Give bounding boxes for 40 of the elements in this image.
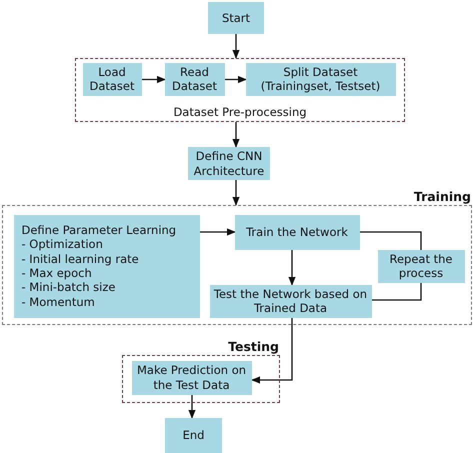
box-label: Define CNN Architecture <box>192 149 266 178</box>
connector-line <box>360 231 422 250</box>
process-box <box>378 250 464 282</box>
box-label: Make Prediction on the Test Data <box>136 363 248 392</box>
process-box <box>208 2 264 34</box>
list-item: - Momentum <box>22 294 95 310</box>
list-item: - Max epoch <box>22 266 92 280</box>
list-item: - Initial learning rate <box>22 252 139 266</box>
box-label: End <box>182 428 204 443</box>
list-item: - Optimization <box>22 237 103 252</box>
arrow <box>232 34 240 59</box>
list-item: - Mini-batch size <box>22 280 116 295</box>
dashed-group-box <box>75 58 405 122</box>
box-label: Start <box>222 10 250 26</box>
box-label: Repeat the process <box>388 252 454 280</box>
process-box <box>246 62 396 96</box>
box-label: Define Parameter Learning <box>22 222 176 238</box>
process-box <box>14 214 200 318</box>
arrow <box>225 76 247 84</box>
arrow <box>232 180 240 206</box>
section-heading: Training <box>414 189 471 204</box>
process-box <box>188 147 270 180</box>
box-label: Split Dataset (Trainingset, Testset) <box>260 64 382 94</box>
arrow <box>188 395 196 419</box>
process-box <box>234 214 360 250</box>
process-box <box>165 418 222 453</box>
box-label: Test the Network based on Trained Data <box>212 286 368 316</box>
section-heading: Testing <box>228 339 279 354</box>
arrow <box>251 318 293 384</box>
box-label: Load Dataset <box>88 64 136 94</box>
arrow <box>232 122 240 148</box>
arrow <box>142 76 166 84</box>
arrow <box>200 228 236 236</box>
box-label: Train the Network <box>246 224 348 240</box>
box-label: Read Dataset <box>170 64 218 94</box>
process-box <box>164 62 224 96</box>
process-box <box>82 62 142 96</box>
connector-line <box>372 283 422 301</box>
group-label: Dataset Pre-processing <box>172 105 308 119</box>
arrow <box>288 250 296 286</box>
